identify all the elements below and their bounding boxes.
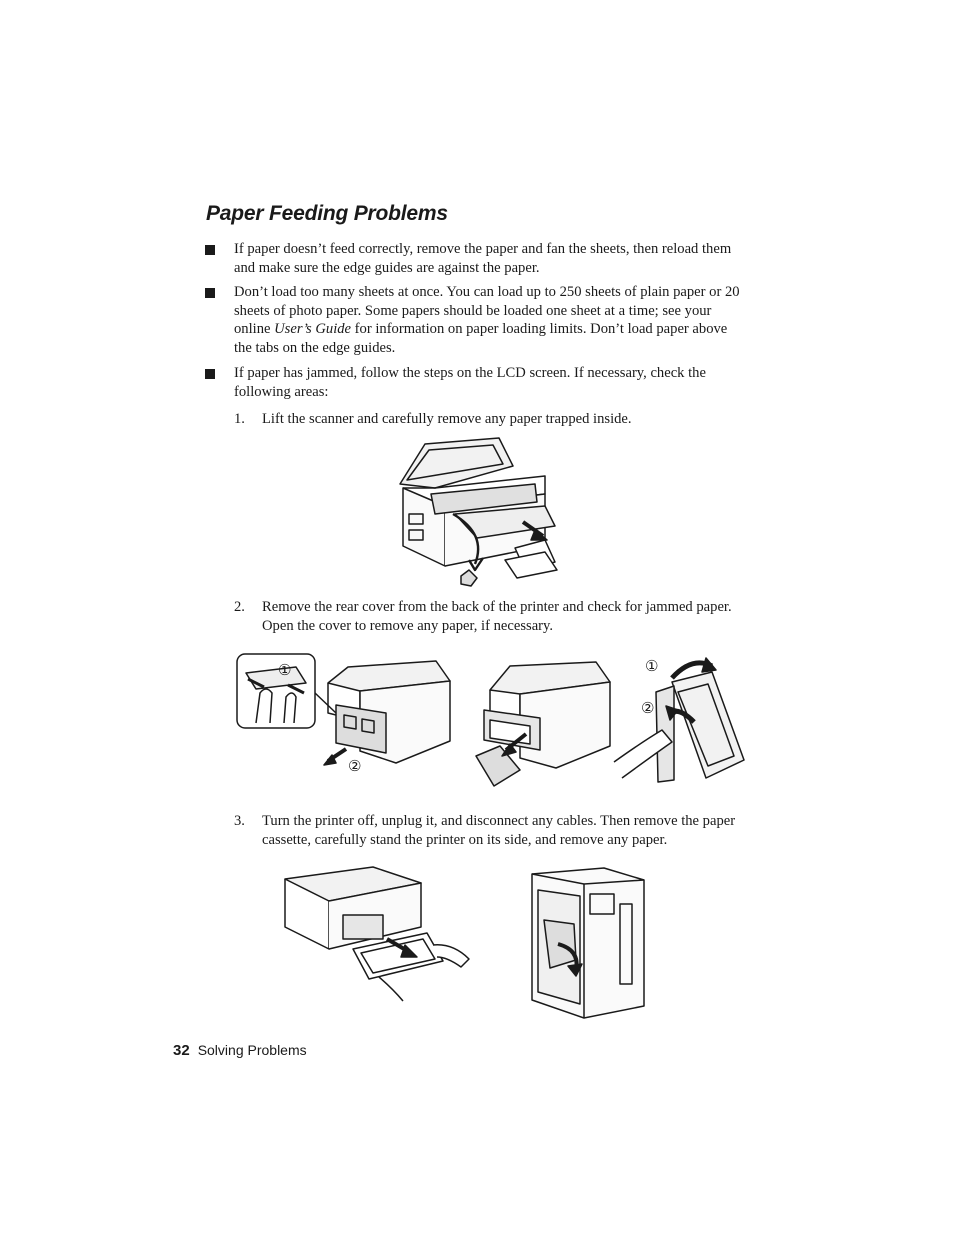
bullet-text: If paper doesn’t feed correctly, remove …: [234, 241, 732, 276]
figure-rear-open: [470, 660, 615, 790]
bullet-text-part: for information on paper loading limits.…: [234, 321, 728, 356]
step-number: 3.: [234, 813, 245, 829]
step-text: Turn the printer off, unplug it, and dis…: [262, 813, 736, 848]
bullet-text-part: Don’t load too many sheets at once. You …: [234, 284, 740, 338]
figure-printer-on-side: [524, 864, 649, 1020]
users-guide-reference: User’s Guide: [274, 321, 352, 338]
section-title: Paper Feeding Problems: [206, 202, 448, 225]
callout-2: ②: [348, 757, 362, 775]
bullet-text: Don’t load too many sheets at once. You …: [234, 283, 746, 357]
figure-remove-rear-cover: ① ②: [236, 653, 456, 783]
footer-section-name: Solving Problems: [197, 1042, 307, 1058]
figure-remove-cassette: [283, 865, 473, 1003]
page-number: 32: [173, 1042, 190, 1059]
callout-1: ①: [278, 661, 292, 679]
square-bullet-icon: [205, 369, 215, 379]
square-bullet-icon: [205, 288, 215, 298]
figure-open-cover: ① ②: [612, 652, 752, 784]
step-number: 1.: [234, 411, 245, 427]
step-text: Lift the scanner and carefully remove an…: [262, 411, 632, 427]
square-bullet-icon: [205, 245, 215, 255]
step-number: 2.: [234, 599, 245, 615]
step-text: Remove the rear cover from the back of t…: [262, 599, 732, 634]
figure-lift-scanner: [395, 436, 565, 594]
bullet-text: If paper has jammed, follow the steps on…: [234, 365, 706, 400]
callout-2: ②: [641, 699, 655, 717]
page-footer: 32 Solving Problems: [173, 1042, 307, 1059]
callout-1: ①: [645, 657, 659, 675]
